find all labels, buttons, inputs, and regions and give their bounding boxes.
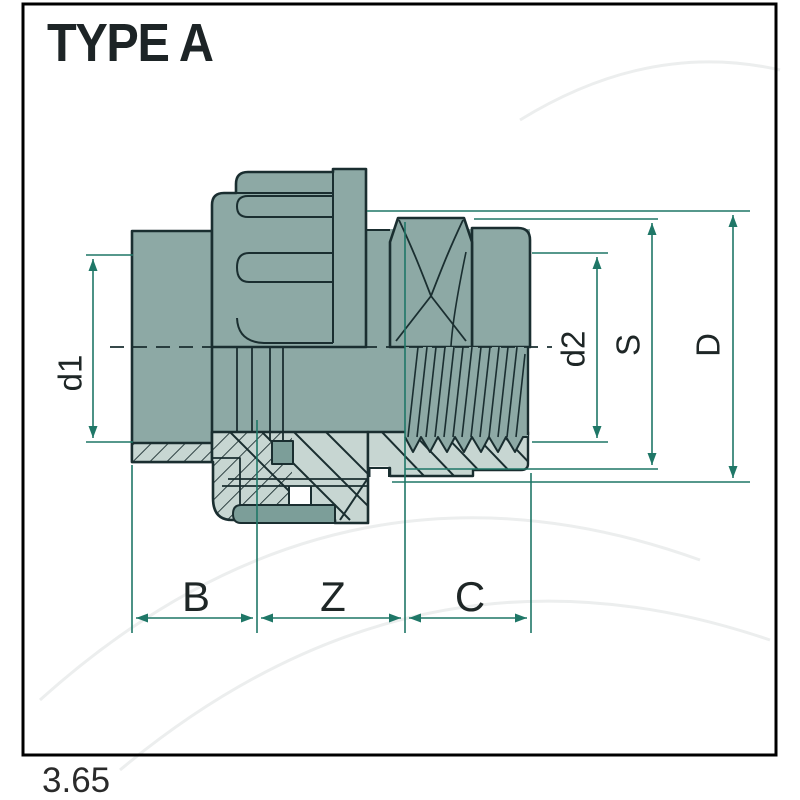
- page-title: TYPE A: [47, 12, 213, 73]
- background-watermark-curves: [38, 60, 781, 772]
- label-d2: d2: [555, 331, 592, 368]
- dimension-d-outer: [367, 210, 750, 483]
- gasket-bar: [232, 504, 336, 524]
- thread-runout-curve: [450, 251, 467, 347]
- dimension-labels: d1 d2 S D B Z C: [52, 331, 727, 620]
- union-nut-details: [236, 172, 390, 344]
- drawing-frame: [21, 2, 778, 757]
- section-notches: [288, 466, 390, 505]
- label-s: S: [610, 334, 647, 356]
- label-d1: d1: [52, 355, 89, 392]
- union-nut: [210, 167, 368, 349]
- label-c: C: [455, 573, 485, 620]
- inner-sleeve-lines: [212, 347, 368, 505]
- label-z: Z: [320, 573, 346, 620]
- spigot-wall-section: [130, 441, 214, 464]
- dimension-bzc-extensions: [131, 222, 532, 633]
- label-d-outer: D: [690, 333, 727, 357]
- female-socket-end: [470, 226, 532, 349]
- scale-note: 3.65: [42, 761, 110, 800]
- dimension-d1: [86, 254, 133, 443]
- thread-flank-lines: [407, 346, 526, 438]
- dimension-s: [405, 218, 658, 470]
- hex-chamfer-lines: [395, 219, 467, 342]
- dimension-d2: [532, 252, 608, 443]
- seal-square: [271, 440, 294, 465]
- dimension-lines: [86, 210, 750, 633]
- thread-root-zigzag: [404, 436, 528, 453]
- label-b: B: [182, 573, 210, 620]
